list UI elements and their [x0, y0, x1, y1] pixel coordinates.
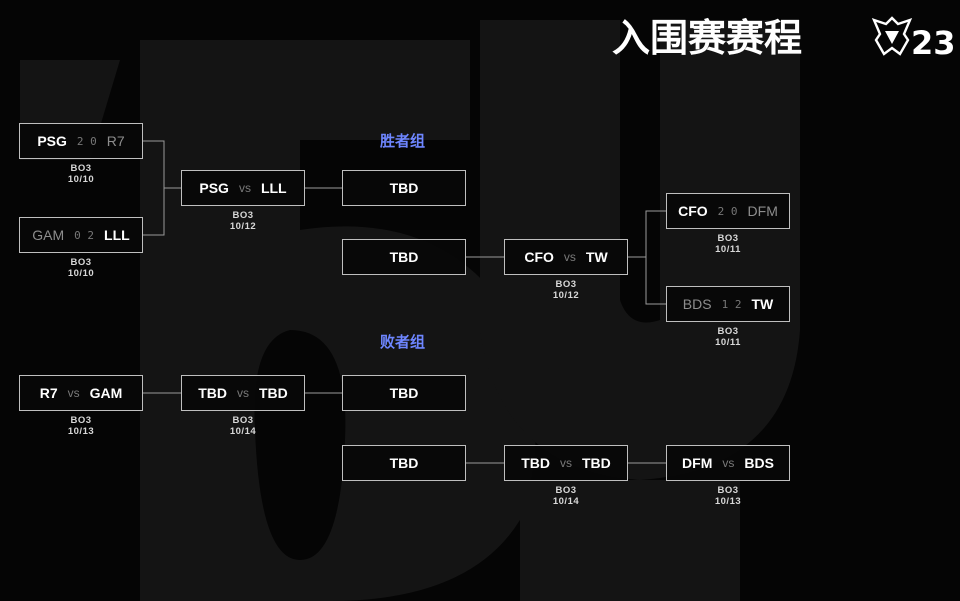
losers-bracket-label: 败者组	[380, 333, 426, 351]
team-left: BDS	[682, 296, 712, 312]
match-date: 10/10	[67, 268, 95, 279]
team-tbd: TBD	[389, 385, 419, 401]
match-box[interactable]: TBD	[342, 445, 466, 481]
match-info: BO3 10/13	[19, 415, 143, 437]
winners-bracket-label: 胜者组	[380, 132, 426, 150]
match-format: BO3	[70, 415, 92, 426]
team-right: BDS	[744, 455, 774, 471]
match-versus: vs	[237, 386, 249, 400]
match-box[interactable]: PSG vs LLL	[181, 170, 305, 206]
team-left: PSG	[199, 180, 229, 196]
match-info: BO3 10/14	[504, 485, 628, 507]
team-right: DFM	[747, 203, 778, 219]
match-info: BO3 10/11	[666, 233, 790, 255]
match-info: BO3 10/11	[666, 326, 790, 348]
match-box[interactable]: CFO vs TW	[504, 239, 628, 275]
match-format: BO3	[717, 326, 739, 337]
team-left: GAM	[32, 227, 65, 243]
match-box[interactable]: DFM vs BDS	[666, 445, 790, 481]
match-versus: vs	[238, 181, 251, 195]
match-format: BO3	[555, 485, 577, 496]
match-date: 10/10	[67, 174, 95, 185]
team-right: TW	[585, 249, 608, 265]
match-format: BO3	[717, 485, 739, 496]
team-left: DFM	[682, 455, 713, 471]
match-box[interactable]: PSG 2 0 R7	[19, 123, 143, 159]
team-left: CFO	[678, 203, 708, 219]
match-format: BO3	[232, 415, 254, 426]
match-box[interactable]: TBD	[342, 375, 466, 411]
match-score: 2 0	[76, 134, 97, 148]
team-right: LLL	[260, 180, 287, 196]
match-box[interactable]: TBD	[342, 170, 466, 206]
match-date: 10/11	[715, 244, 741, 255]
worlds-2023-logo: 23	[871, 16, 956, 62]
match-box[interactable]: TBD vs TBD	[181, 375, 305, 411]
match-info: BO3 10/10	[19, 257, 143, 279]
match-info: BO3 10/10	[19, 163, 143, 185]
page-title: 入围赛赛程	[612, 16, 803, 60]
match-versus: vs	[563, 250, 576, 264]
match-info: BO3 10/12	[504, 279, 628, 301]
match-box[interactable]: GAM 0 2 LLL	[19, 217, 143, 253]
match-format: BO3	[717, 233, 739, 244]
match-box[interactable]: TBD	[342, 239, 466, 275]
match-date: 10/13	[714, 496, 742, 507]
team-tbd: TBD	[389, 180, 419, 196]
match-score: 0 2	[74, 228, 95, 242]
match-versus: vs	[560, 456, 572, 470]
connector-m7-m8	[645, 210, 666, 305]
team-right: TW	[751, 296, 774, 312]
team-tbd: TBD	[389, 455, 419, 471]
logo-year: 23	[911, 24, 956, 62]
team-right: R7	[106, 133, 125, 149]
connector-m1-m2	[143, 140, 165, 236]
team-right: TBD	[582, 455, 611, 471]
team-left: R7	[39, 385, 58, 401]
team-right: LLL	[104, 227, 130, 243]
match-date: 10/12	[552, 290, 580, 301]
match-format: BO3	[70, 257, 92, 268]
match-info: BO3 10/13	[666, 485, 790, 507]
match-format: BO3	[70, 163, 92, 174]
match-box[interactable]: BDS 1 2 TW	[666, 286, 790, 322]
match-date: 10/13	[67, 426, 95, 437]
match-format: BO3	[232, 210, 254, 221]
match-info: BO3 10/12	[181, 210, 305, 232]
team-tbd: TBD	[389, 249, 419, 265]
match-box[interactable]: R7 vs GAM	[19, 375, 143, 411]
match-box[interactable]: TBD vs TBD	[504, 445, 628, 481]
match-score: 2 0	[717, 204, 738, 218]
team-right: TBD	[259, 385, 288, 401]
match-box[interactable]: CFO 2 0 DFM	[666, 193, 790, 229]
team-left: PSG	[37, 133, 67, 149]
team-right: GAM	[89, 385, 123, 401]
match-score: 1 2	[721, 297, 742, 311]
match-date: 10/11	[715, 337, 741, 348]
match-format: BO3	[555, 279, 577, 290]
match-versus: vs	[722, 456, 735, 470]
match-date: 10/12	[229, 221, 257, 232]
team-left: TBD	[198, 385, 227, 401]
match-date: 10/14	[229, 426, 257, 437]
match-date: 10/14	[552, 496, 580, 507]
match-versus: vs	[67, 386, 80, 400]
match-info: BO3 10/14	[181, 415, 305, 437]
team-left: CFO	[524, 249, 554, 265]
team-left: TBD	[521, 455, 550, 471]
